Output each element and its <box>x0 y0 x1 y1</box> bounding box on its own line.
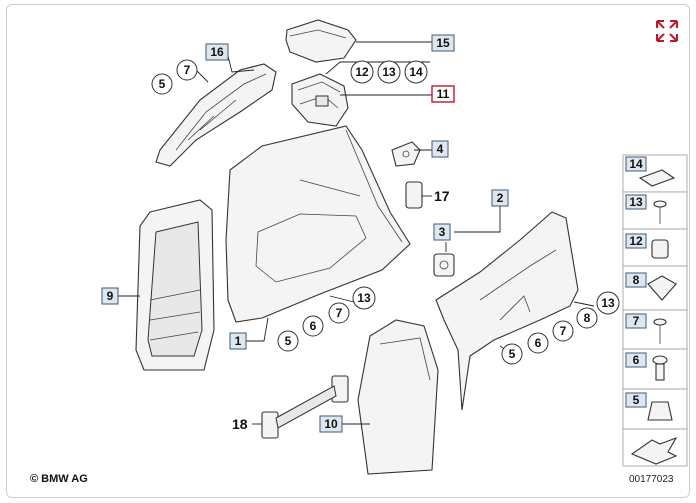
svg-text:14: 14 <box>629 157 643 171</box>
svg-text:13: 13 <box>357 291 371 305</box>
svg-text:17: 17 <box>434 188 450 204</box>
svg-text:12: 12 <box>629 234 643 248</box>
svg-text:2: 2 <box>497 191 504 205</box>
callout-5-mid[interactable]: 5 <box>277 330 299 352</box>
svg-text:5: 5 <box>159 77 166 91</box>
svg-text:13: 13 <box>629 195 643 209</box>
side-item-6[interactable]: 6 <box>625 352 668 381</box>
label-11[interactable]: 11 <box>431 85 455 103</box>
callout-6-right[interactable]: 6 <box>527 332 549 354</box>
label-18[interactable]: 18 <box>232 416 248 432</box>
callout-5-right[interactable]: 5 <box>501 343 523 365</box>
part-16-trim-strip[interactable] <box>155 63 277 167</box>
label-17[interactable]: 17 <box>434 188 450 204</box>
callout-6-mid[interactable]: 6 <box>302 315 324 337</box>
svg-text:10: 10 <box>324 417 338 431</box>
diagram-frame <box>6 4 690 498</box>
side-item-13[interactable]: 13 <box>625 194 667 224</box>
svg-text:18: 18 <box>232 416 248 432</box>
side-item-14[interactable]: 14 <box>625 156 676 187</box>
document-number: 00177023 <box>629 474 674 485</box>
expand-arrows-icon[interactable] <box>654 18 680 44</box>
label-3[interactable]: 3 <box>433 223 451 241</box>
label-15[interactable]: 15 <box>431 34 455 52</box>
svg-text:7: 7 <box>560 324 567 338</box>
svg-text:14: 14 <box>409 65 423 79</box>
callout-7-top[interactable]: 7 <box>176 59 198 81</box>
svg-text:1: 1 <box>235 334 242 348</box>
callout-12[interactable]: 12 <box>350 60 374 84</box>
svg-text:6: 6 <box>535 336 542 350</box>
side-legend <box>622 154 688 467</box>
label-2[interactable]: 2 <box>491 189 509 207</box>
part-18-strap[interactable] <box>261 375 349 439</box>
svg-text:5: 5 <box>285 334 292 348</box>
part-11-bracket[interactable] <box>291 73 349 127</box>
svg-text:8: 8 <box>584 311 591 325</box>
label-9[interactable]: 9 <box>101 287 119 305</box>
svg-text:3: 3 <box>439 225 446 239</box>
svg-text:13: 13 <box>382 65 396 79</box>
part-17-light[interactable] <box>405 181 423 209</box>
side-item-12[interactable]: 12 <box>625 233 669 259</box>
side-item-7[interactable]: 7 <box>625 313 667 344</box>
label-16[interactable]: 16 <box>205 43 229 61</box>
part-15-cover[interactable] <box>285 19 357 63</box>
part-9-rear-panel[interactable] <box>135 199 215 371</box>
label-4[interactable]: 4 <box>431 140 449 158</box>
svg-text:11: 11 <box>437 87 450 101</box>
callout-8-right[interactable]: 8 <box>576 307 598 329</box>
callout-13-mid[interactable]: 13 <box>352 286 376 310</box>
svg-text:13: 13 <box>601 296 615 310</box>
svg-text:5: 5 <box>509 347 516 361</box>
svg-text:7: 7 <box>336 306 343 320</box>
callout-13-top[interactable]: 13 <box>377 60 401 84</box>
callout-7-right[interactable]: 7 <box>552 320 574 342</box>
svg-text:16: 16 <box>210 45 224 59</box>
svg-text:7: 7 <box>184 63 191 77</box>
part-10-lower-panel[interactable] <box>357 319 439 475</box>
svg-text:8: 8 <box>633 273 640 287</box>
part-2-right-trim[interactable] <box>435 211 579 411</box>
label-10[interactable]: 10 <box>319 415 343 433</box>
side-item-8[interactable]: 8 <box>625 272 677 301</box>
svg-text:00177023: 00177023 <box>629 474 674 485</box>
svg-text:9: 9 <box>107 289 114 303</box>
callout-13-right[interactable]: 13 <box>596 291 620 315</box>
svg-text:5: 5 <box>633 393 640 407</box>
part-1-side-panel[interactable] <box>225 125 411 323</box>
leader-lines <box>118 41 595 425</box>
svg-text:© BMW AG: © BMW AG <box>30 473 88 485</box>
side-item-5[interactable]: 5 <box>625 392 673 421</box>
svg-text:4: 4 <box>437 142 444 156</box>
part-3-clip[interactable] <box>433 253 455 277</box>
next-arrow-icon[interactable] <box>630 436 678 465</box>
svg-text:12: 12 <box>355 65 369 79</box>
callout-5-top[interactable]: 5 <box>151 73 173 95</box>
svg-text:7: 7 <box>633 314 640 328</box>
part-4-clip[interactable] <box>391 141 421 167</box>
callout-14-top[interactable]: 14 <box>404 60 428 84</box>
svg-text:15: 15 <box>436 36 450 50</box>
copyright-text: © BMW AG <box>30 473 88 485</box>
callout-7-mid[interactable]: 7 <box>328 302 350 324</box>
svg-text:6: 6 <box>633 353 640 367</box>
label-1[interactable]: 1 <box>229 332 247 350</box>
svg-text:6: 6 <box>310 319 317 333</box>
